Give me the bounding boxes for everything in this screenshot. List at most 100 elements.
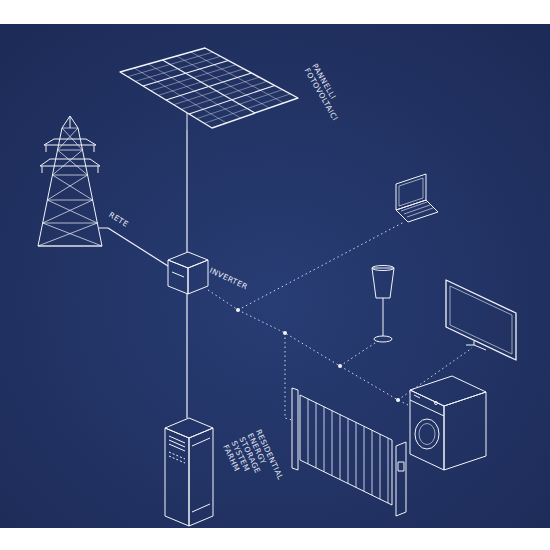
panel-grid-part — [163, 60, 256, 113]
washing-machine-drawing-part — [410, 390, 444, 470]
washing-machine-drawing-part — [410, 376, 486, 406]
pylon-bracing-part — [58, 150, 88, 175]
pylon-bracing-part — [43, 223, 98, 224]
gate-drawing-part — [300, 395, 392, 505]
pylon-drawing-part — [44, 139, 96, 145]
washing-machine-drawing — [410, 376, 486, 470]
storage-cabinet-drawing-part — [169, 452, 185, 459]
gate-bars — [308, 399, 388, 503]
pylon-bracing-part — [52, 150, 82, 175]
tv-drawing — [446, 280, 516, 360]
gate-drawing-part — [292, 388, 298, 470]
pylon-bracing-part — [62, 128, 82, 150]
inverter-drawing — [168, 252, 208, 294]
gate-bars-part — [332, 411, 333, 476]
inverter-drawing-part — [168, 252, 208, 268]
pylon-drawing — [38, 116, 108, 246]
pylon-bracing — [38, 128, 102, 246]
pylon-drawing-part — [98, 166, 99, 173]
storage-cabinet-drawing-part — [169, 456, 185, 463]
pylon-bracing-part — [62, 128, 78, 129]
washing-machine-drawing-part — [419, 424, 435, 445]
wiring-part — [398, 348, 472, 400]
panel-grid — [128, 52, 291, 123]
solar-panel-drawing-part — [187, 113, 188, 130]
storage-cabinet-drawing-part — [192, 438, 210, 446]
storage-cabinet-drawing-part — [169, 440, 185, 447]
gate-drawing-part — [396, 442, 406, 516]
gate-bars-part — [348, 418, 349, 483]
gate-bars-part — [388, 438, 389, 503]
gate-bars-part — [372, 430, 373, 495]
lamp-drawing-part — [374, 336, 392, 342]
gate-bars-part — [364, 426, 365, 491]
washing-machine-drawing-part — [415, 419, 439, 449]
pylon-bracing-part — [58, 128, 78, 150]
pylon-drawing-part — [78, 128, 102, 246]
pylon-bracing-part — [38, 223, 97, 246]
wiring-part — [238, 222, 404, 310]
lamp-drawing-part — [372, 266, 394, 271]
wiring — [208, 222, 472, 420]
laptop-drawing-part — [404, 205, 430, 214]
component-label: RETE — [107, 210, 146, 239]
pylon-bracing-part — [43, 200, 93, 223]
junction-dots-part — [283, 331, 287, 335]
solar-panel-node: PANNELLI FOTOVOLTAICI — [118, 46, 303, 130]
gate-bars-part — [356, 422, 357, 487]
storage-cabinet-drawing — [165, 418, 213, 526]
inverter-drawing-part — [188, 260, 208, 294]
junction-dots-part — [338, 364, 342, 368]
gate-bars-part — [324, 407, 325, 472]
gate-bars-part — [308, 399, 309, 464]
tv-drawing-part — [474, 341, 475, 345]
washing-machine-drawing-part — [414, 395, 420, 398]
laptop-drawing-part — [396, 200, 438, 222]
pylon-drawing-part — [38, 246, 102, 247]
washing-machine-drawing-part — [444, 392, 486, 470]
junction-dots-part — [236, 308, 240, 312]
component-label: PANNELLI FOTOVOLTAICI — [302, 62, 354, 133]
laptop-drawing — [396, 174, 438, 222]
wiring-part — [208, 290, 410, 406]
solar-panel-drawing — [120, 48, 298, 130]
gate-drawing — [292, 388, 406, 516]
pylon-bracing-part — [47, 175, 87, 200]
gate-bars-part — [380, 434, 381, 499]
component-label: RESIDENTIAL ENERGY STORAGE SYSTEM FARHM — [221, 428, 287, 501]
storage-cabinet-drawing-part — [169, 436, 185, 443]
gate-drawing-part — [398, 462, 404, 471]
inverter-drawing-part — [172, 272, 184, 277]
pylon-bracing-part — [38, 246, 102, 247]
power-line — [186, 130, 187, 252]
component-label: INVERTER — [208, 266, 275, 304]
grid-node: RETE — [32, 116, 108, 248]
storage-cabinet-drawing-part — [165, 428, 189, 526]
wiring-part — [285, 333, 292, 420]
laptop-drawing-part — [401, 202, 427, 211]
pylon-drawing-part — [46, 145, 47, 152]
storage-cabinet-drawing-part — [165, 418, 213, 438]
storage-node: RESIDENTIAL ENERGY STORAGE SYSTEM FARHM — [165, 418, 213, 526]
inverter-node: INVERTER — [168, 252, 208, 294]
power-line — [186, 294, 187, 418]
laptop-drawing-part — [407, 208, 433, 217]
power-line — [108, 228, 168, 266]
pylon-drawing-part — [62, 116, 78, 128]
pylon-bracing-part — [52, 175, 87, 176]
pylon-drawing-part — [38, 128, 62, 246]
inverter-drawing-part — [168, 260, 188, 294]
lamp-drawing-part — [383, 298, 384, 336]
wiring-part — [340, 341, 378, 366]
pylon-bracing-part — [52, 175, 92, 200]
washing-machine-drawing-part — [410, 400, 444, 416]
tv-drawing-part — [450, 286, 512, 354]
panel-grid-part — [191, 52, 284, 103]
pylon-drawing-part — [70, 116, 71, 128]
storage-cabinet-drawing-part — [169, 444, 185, 451]
storage-cabinet-drawing-part — [192, 504, 210, 512]
panel-grid-part — [177, 56, 270, 108]
